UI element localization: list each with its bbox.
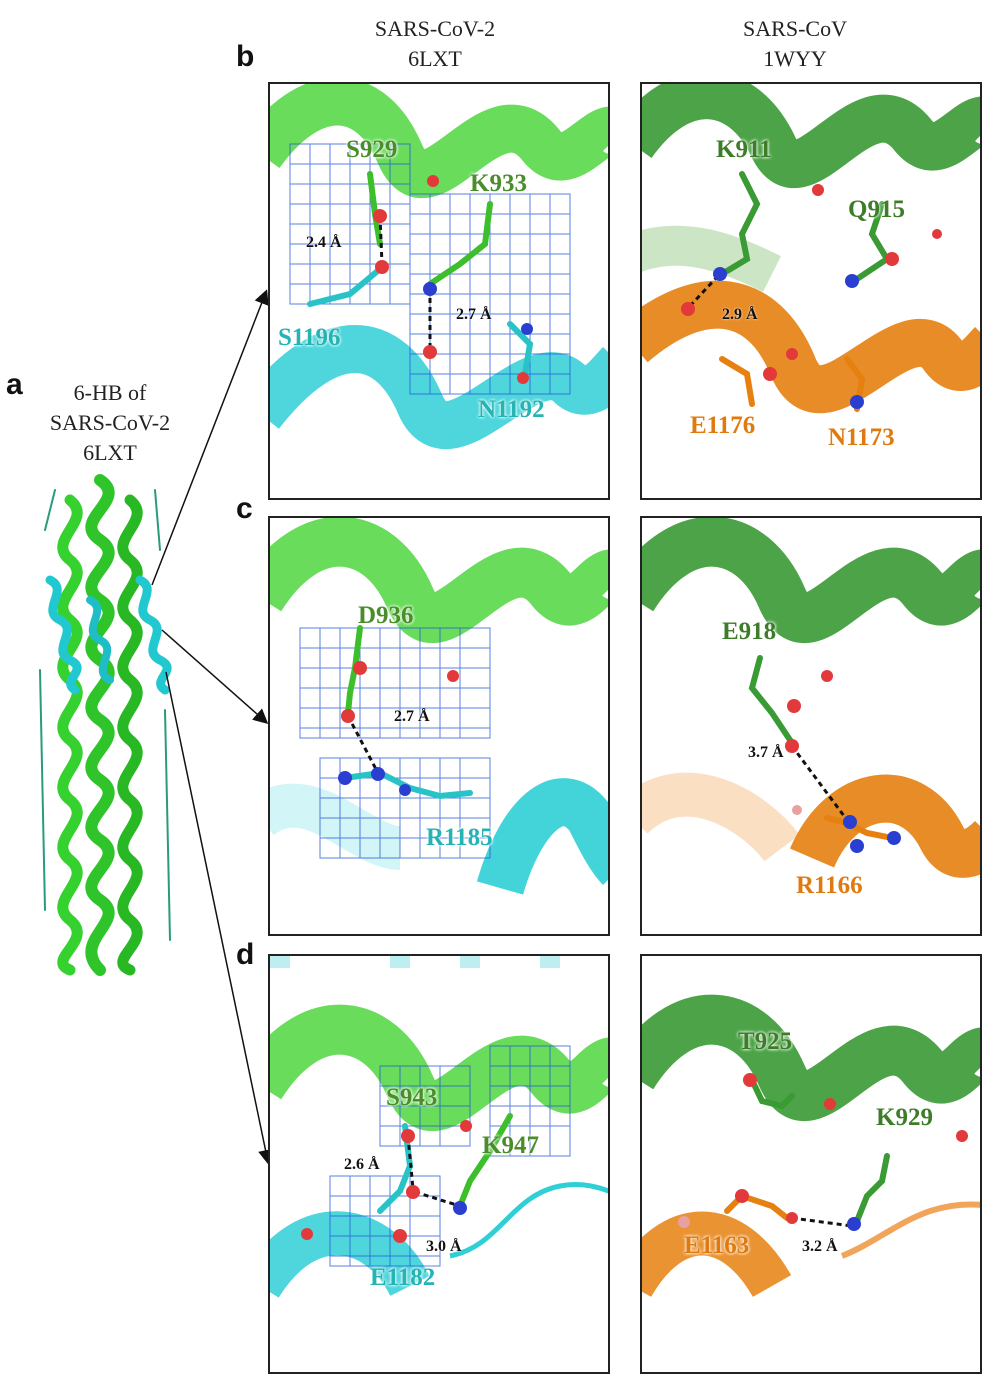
- distance-label-b-right-1: 2.9 Å: [722, 306, 758, 323]
- panel-b-right-art: [642, 84, 980, 414]
- column-header-right-line1: SARS-CoV: [743, 16, 847, 41]
- panel-c-left-art: [270, 518, 608, 896]
- panel-b-left-art: [270, 84, 608, 449]
- side-title: 6-HB of SARS-CoV-2 6LXT: [10, 378, 210, 468]
- residue-label-e1176: E1176: [690, 412, 756, 439]
- side-title-line2: SARS-CoV-2: [49, 410, 171, 435]
- column-header-left-line2: 6LXT: [408, 46, 462, 71]
- distance-label-b-left-1: 2.4 Å: [306, 234, 342, 251]
- column-header-left-line1: SARS-CoV-2: [374, 16, 496, 41]
- residue-label-s929: S929: [346, 136, 398, 163]
- residue-label-k929: K929: [876, 1104, 933, 1131]
- residue-label-r1166: R1166: [796, 872, 863, 899]
- column-header-right-line2: 1WYY: [763, 46, 827, 71]
- residue-label-t925: T925: [738, 1028, 793, 1055]
- residue-label-k911: K911: [716, 136, 772, 163]
- panel-d-left: S943 K947 E1182 2.6 Å 3.0 Å: [268, 954, 610, 1374]
- panel-b-right: K911 Q915 E1176 N1173 2.9 Å: [640, 82, 982, 500]
- panel-letter-c: c: [236, 492, 253, 525]
- panel-d-right: T925 K929 E1163 3.2 Å: [640, 954, 982, 1374]
- residue-label-q915: Q915: [848, 196, 905, 223]
- residue-label-k947: K947: [482, 1132, 539, 1159]
- residue-label-n1173: N1173: [828, 424, 895, 451]
- side-title-line1: 6-HB of: [73, 380, 147, 405]
- six-helix-bundle-structure: [39, 474, 172, 976]
- panel-letter-a: a: [6, 368, 23, 401]
- side-title-line3: 6LXT: [83, 440, 137, 465]
- panel-d-right-art: [642, 994, 980, 1298]
- residue-label-e1182: E1182: [370, 1264, 436, 1291]
- arrow-to-d: [165, 671, 273, 1165]
- residue-label-s943: S943: [386, 1084, 438, 1111]
- distance-label-c-right-1: 3.7 Å: [748, 744, 784, 761]
- residue-label-d936: D936: [358, 602, 414, 629]
- distance-label-c-left-1: 2.7 Å: [394, 708, 430, 725]
- residue-label-e918: E918: [722, 618, 777, 645]
- distance-label-d-right-1: 3.2 Å: [802, 1238, 838, 1255]
- panel-c-left: D936 R1185 2.7 Å: [268, 516, 610, 936]
- panel-letter-d: d: [236, 938, 255, 971]
- distance-label-d-left-2: 3.0 Å: [426, 1238, 462, 1255]
- residue-label-n1192: N1192: [478, 396, 545, 423]
- panel-c-right-art: [642, 518, 980, 878]
- residue-label-k933: K933: [470, 170, 527, 197]
- column-header-sars-cov-2: SARS-CoV-2 6LXT: [300, 14, 570, 74]
- panel-c-right: E918 R1166 3.7 Å: [640, 516, 982, 936]
- residue-label-s1196: S1196: [278, 324, 341, 351]
- panel-b-left: S929 K933 S1196 N1192 2.4 Å 2.7 Å: [268, 82, 610, 500]
- residue-label-e1163: E1163: [684, 1232, 750, 1259]
- column-header-sars-cov: SARS-CoV 1WYY: [660, 14, 930, 74]
- distance-label-b-left-2: 2.7 Å: [456, 306, 492, 323]
- panel-d-left-art: [270, 956, 608, 1299]
- residue-label-r1185: R1185: [426, 824, 493, 851]
- panel-letter-b: b: [236, 40, 255, 73]
- distance-label-d-left-1: 2.6 Å: [344, 1156, 380, 1173]
